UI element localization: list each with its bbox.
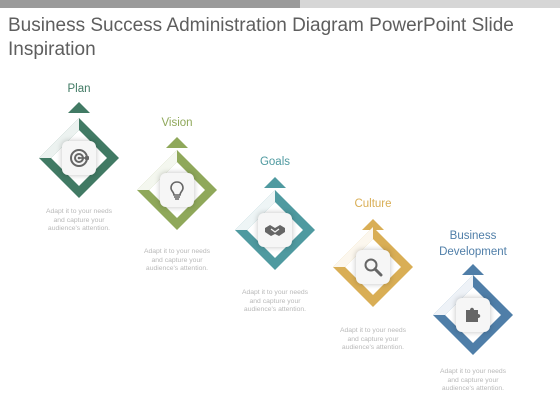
lightbulb-icon: [160, 173, 194, 207]
target-icon: [62, 141, 96, 175]
step-label: Vision: [161, 117, 193, 129]
step-label: Plan: [67, 83, 91, 95]
step-marker: [166, 137, 188, 148]
handshake-icon: [258, 213, 292, 247]
top-bar: [0, 0, 560, 8]
step-diamond: [235, 190, 315, 270]
step-marker: [462, 264, 484, 275]
step-description: Adapt it to your needs and capture your …: [45, 208, 113, 232]
step-description: Adapt it to your needs and capture your …: [439, 368, 507, 392]
step-culture: Culture Adapt it to your needs and captu…: [308, 194, 438, 374]
step-goals: Goals Adapt it to your needs and capture…: [210, 152, 340, 332]
step-diamond: [333, 227, 413, 307]
step-label: Business Development: [439, 230, 507, 258]
step-vision: Vision Adapt it to your needs and captur…: [112, 112, 242, 292]
step-diamond: [137, 150, 217, 230]
top-bar-dark: [0, 0, 300, 8]
step-description: Adapt it to your needs and capture your …: [339, 327, 407, 351]
step-diamond: [39, 118, 119, 198]
puzzle-icon: [456, 298, 490, 332]
magnifier-icon: [356, 250, 390, 284]
step-marker: [264, 177, 286, 188]
step-marker: [362, 219, 384, 230]
step-label: Goals: [259, 156, 291, 168]
step-description: Adapt it to your needs and capture your …: [143, 248, 211, 272]
step-marker: [68, 102, 90, 113]
step-diamond: [433, 275, 513, 355]
step-label: Culture: [354, 198, 392, 210]
step-description: Adapt it to your needs and capture your …: [241, 289, 309, 313]
step-plan: Plan Adapt it to your needs and capture …: [14, 78, 144, 258]
top-bar-light: [300, 0, 560, 8]
slide-title: Business Success Administration Diagram …: [8, 15, 514, 60]
step-business-development: Business Development Adapt it to your ne…: [408, 228, 538, 408]
